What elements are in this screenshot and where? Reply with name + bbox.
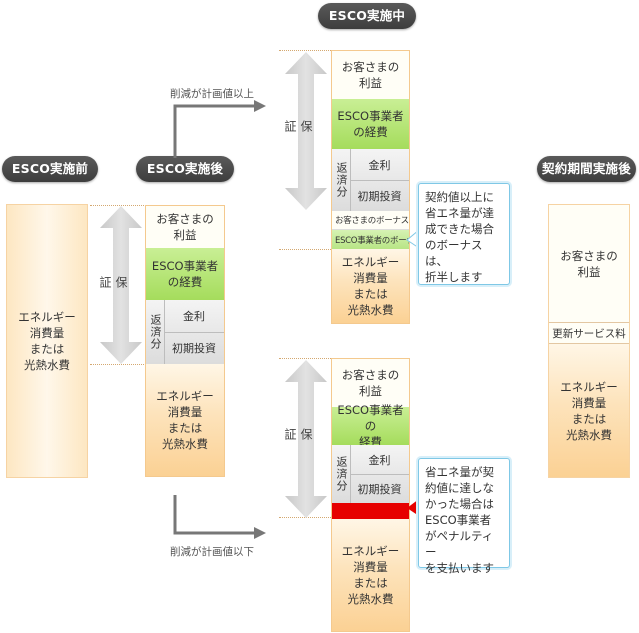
energy-block-during-a: エネルギー 消費量 または 光熱水費 bbox=[332, 249, 409, 323]
guide-line-top-after bbox=[90, 205, 146, 206]
interest-label: 金利 bbox=[350, 445, 409, 475]
energy-block-post: エネルギー 消費量 または 光熱水費 bbox=[549, 344, 629, 477]
customer-profit-after: お客さまの 利益 bbox=[146, 206, 224, 248]
column-during-below: お客さまの 利益 ESCO事業者の 経費 返済分 金利 初期投資 エネルギー 消… bbox=[331, 358, 410, 632]
customer-profit-label: お客さまの 利益 bbox=[156, 212, 214, 242]
guarantee-arrow-during-a bbox=[285, 52, 327, 210]
guarantee-label-during-a: 保証 bbox=[283, 120, 313, 138]
interest-label: 金利 bbox=[350, 149, 409, 181]
column-after: お客さまの 利益 ESCO事業者 の経費 返済分 金利 初期投資 エネルギー 消… bbox=[145, 205, 225, 477]
customer-profit-post: お客さまの 利益 bbox=[549, 205, 629, 322]
header-before: ESCO実施前 bbox=[2, 156, 98, 182]
flow-arrow-down bbox=[173, 495, 266, 539]
esco-cost-after: ESCO事業者 の経費 bbox=[146, 248, 224, 300]
esco-cost-label: ESCO事業者 の経費 bbox=[337, 109, 404, 139]
energy-label-after: エネルギー 消費量 または 光熱水費 bbox=[156, 389, 214, 451]
energy-label-during-a: エネルギー 消費量 または 光熱水費 bbox=[341, 255, 400, 317]
guide-line-bottom-during-b bbox=[279, 517, 331, 518]
callout-penalty-text: 省エネ量が契 約値に達しな かった場合は ESCO事業者 がペナルティー を支払… bbox=[425, 465, 494, 575]
header-post-contract: 契約期間実施後 bbox=[537, 156, 636, 182]
repayment-label: 返済分 bbox=[332, 445, 351, 503]
customer-profit-during-a: お客さまの 利益 bbox=[332, 51, 409, 99]
esco-cost-label: ESCO事業者 の経費 bbox=[151, 259, 219, 289]
esco-cost-label: ESCO事業者の 経費 bbox=[337, 403, 404, 449]
guide-line-top-during-a bbox=[279, 50, 331, 51]
repayment-label: 返済分 bbox=[146, 300, 165, 364]
energy-block-during-b: エネルギー 消費量 または 光熱水費 bbox=[332, 519, 409, 631]
header-after: ESCO実施後 bbox=[136, 156, 234, 182]
guide-line-bottom-during-a bbox=[279, 249, 331, 250]
customer-profit-label: お客さまの 利益 bbox=[341, 60, 400, 90]
energy-block-before: エネルギー 消費量 または 光熱水費 bbox=[7, 205, 87, 477]
customer-profit-label: お客さまの 利益 bbox=[341, 368, 400, 398]
callout-penalty-pointer bbox=[407, 499, 419, 516]
energy-label-during-b: エネルギー 消費量 または 光熱水費 bbox=[341, 544, 400, 606]
renewal-fee: 更新サービス料 bbox=[549, 322, 629, 344]
customer-bonus: お客さまのボーナス bbox=[332, 211, 409, 230]
guide-line-top-during-b bbox=[279, 358, 331, 359]
callout-bonus: 契約値以上に 省エネ量が達 成できた場合 のボーナスは、 折半します bbox=[418, 183, 510, 285]
column-post-contract: お客さまの 利益 更新サービス料 エネルギー 消費量 または 光熱水費 bbox=[548, 204, 630, 478]
header-during: ESCO実施中 bbox=[318, 3, 416, 29]
interest-label: 金利 bbox=[164, 300, 224, 333]
flow-arrow-up bbox=[173, 100, 266, 158]
customer-profit-label: お客さまの 利益 bbox=[560, 248, 618, 279]
customer-profit-during-b: お客さまの 利益 bbox=[332, 359, 409, 407]
energy-label-before: エネルギー 消費量 または 光熱水費 bbox=[18, 310, 76, 372]
repayment-during-b: 返済分 金利 初期投資 bbox=[332, 445, 409, 503]
column-before: エネルギー 消費量 または 光熱水費 bbox=[6, 204, 88, 478]
penalty-bar bbox=[332, 503, 409, 519]
flow-label-above: 削減が計画値以上 bbox=[170, 88, 254, 100]
esco-cost-during-a: ESCO事業者 の経費 bbox=[332, 99, 409, 149]
energy-label-post: エネルギー 消費量 または 光熱水費 bbox=[560, 379, 618, 442]
esco-bonus: ESCO事業者のボーナス bbox=[332, 230, 409, 249]
callout-bonus-text: 契約値以上に 省エネ量が達 成できた場合 のボーナスは、 折半します bbox=[425, 190, 494, 284]
renewal-fee-label: 更新サービス料 bbox=[552, 327, 626, 340]
guarantee-label-during-b: 保証 bbox=[283, 428, 313, 446]
esco-cost-during-b: ESCO事業者の 経費 bbox=[332, 403, 409, 449]
repayment-during-a: 返済分 金利 初期投資 bbox=[332, 149, 409, 211]
callout-penalty: 省エネ量が契 約値に達しな かった場合は ESCO事業者 がペナルティー を支払… bbox=[418, 458, 510, 575]
energy-block-after: エネルギー 消費量 または 光熱水費 bbox=[146, 364, 224, 476]
guarantee-label-after: 保証 bbox=[98, 276, 128, 294]
guide-line-bottom-after bbox=[90, 364, 146, 365]
guarantee-arrow-during-b bbox=[285, 360, 327, 518]
initial-investment-label: 初期投資 bbox=[357, 482, 402, 496]
flow-label-below: 削減が計画値以下 bbox=[170, 546, 254, 558]
initial-investment-label: 初期投資 bbox=[357, 189, 402, 203]
repayment-label: 返済分 bbox=[332, 149, 351, 211]
repayment-after: 返済分 金利 初期投資 bbox=[146, 300, 224, 364]
initial-investment-label: 初期投資 bbox=[172, 342, 216, 355]
guarantee-arrow-after bbox=[100, 206, 142, 364]
column-during-above: お客さまの 利益 ESCO事業者 の経費 返済分 金利 初期投資 お客さまのボー… bbox=[331, 50, 410, 324]
